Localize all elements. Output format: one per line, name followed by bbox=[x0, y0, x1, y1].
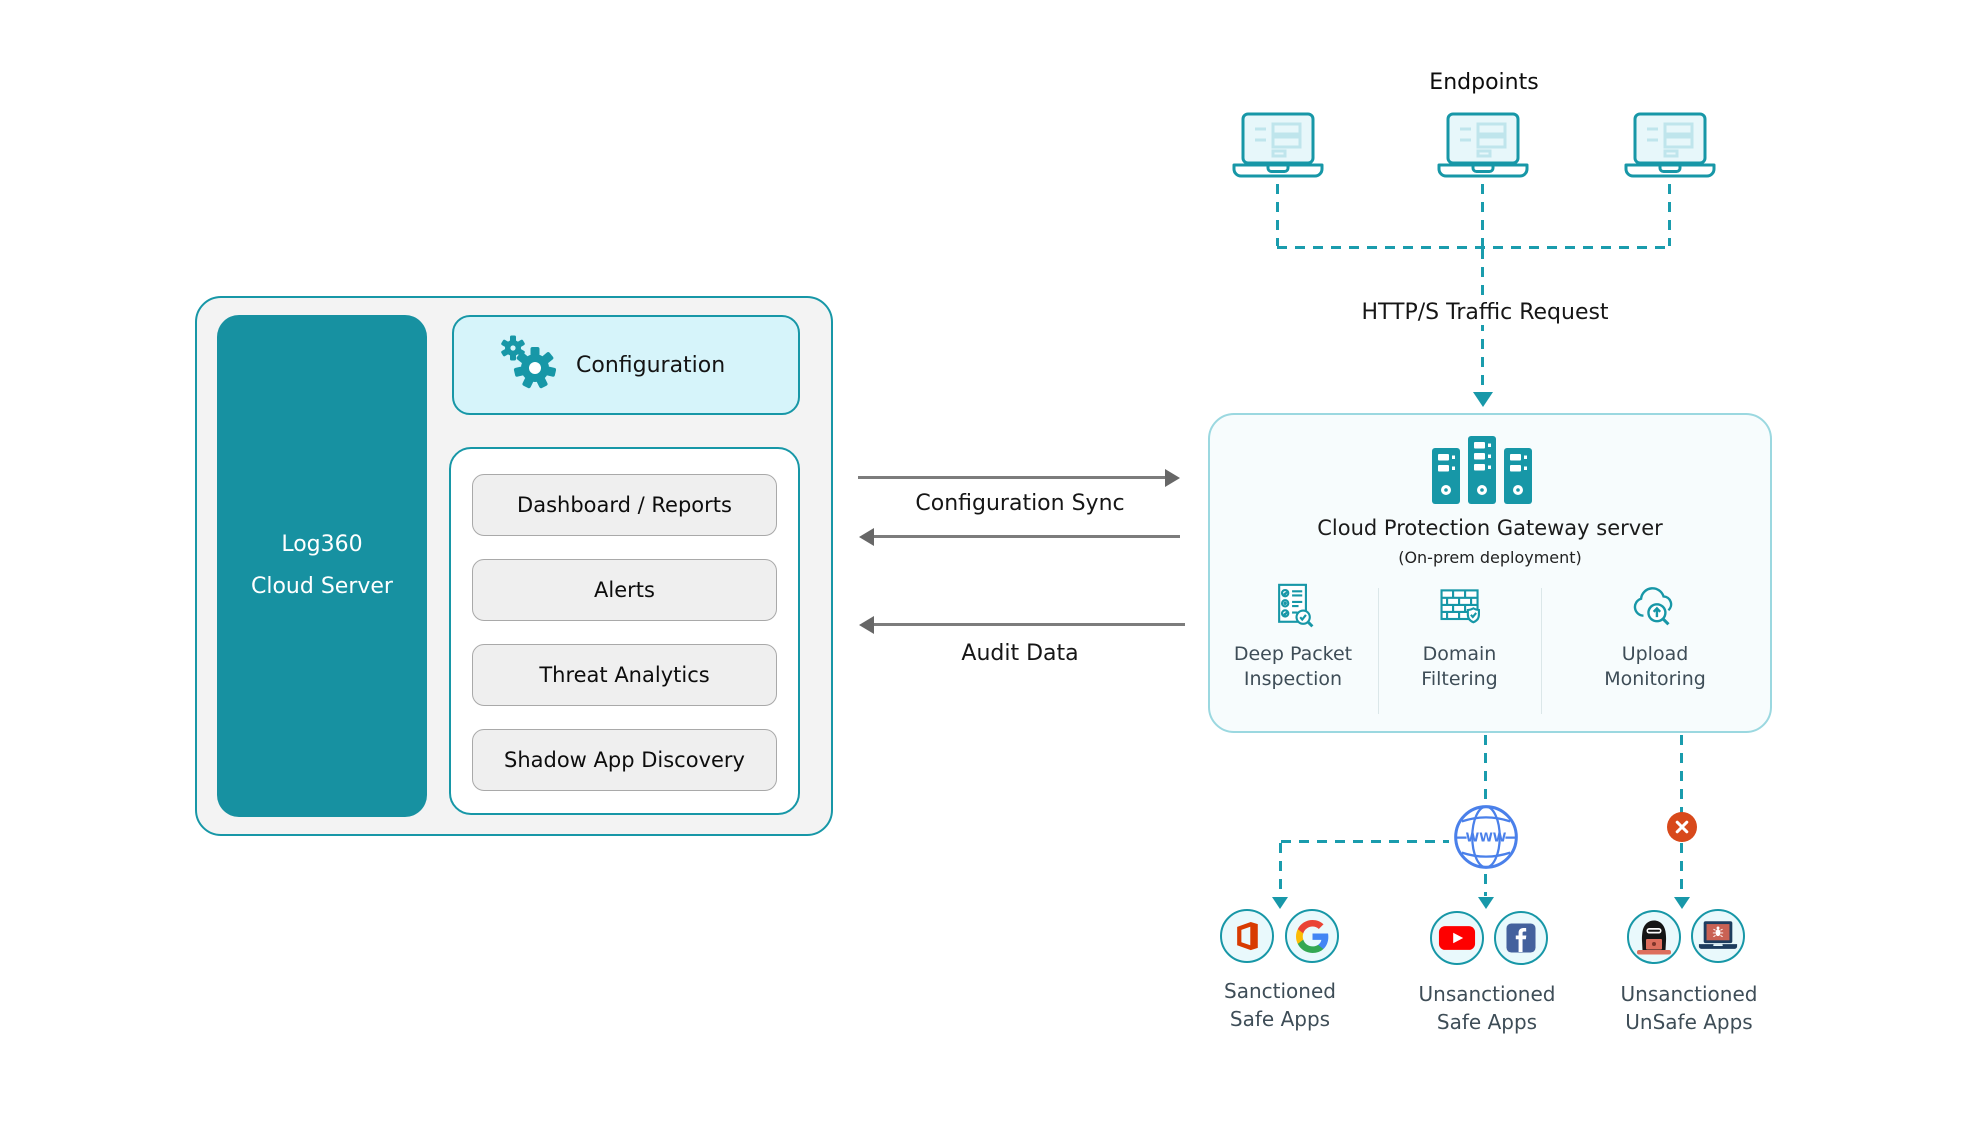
hacker-icon bbox=[1627, 910, 1681, 964]
feature-label: Deep Packet bbox=[1233, 643, 1353, 665]
endpoint-laptop-icon bbox=[1437, 112, 1529, 184]
endpoint-laptop-icon bbox=[1624, 112, 1716, 184]
feature-label: Inspection bbox=[1243, 668, 1343, 690]
upload-monitoring-icon bbox=[1628, 582, 1682, 636]
endpoint-bus-connector bbox=[1277, 246, 1671, 249]
http-traffic-label: HTTP/S Traffic Request bbox=[1335, 300, 1635, 325]
blocked-x-icon bbox=[1667, 812, 1697, 842]
configuration-box: Configuration bbox=[452, 315, 800, 415]
deep-packet-inspection-icon bbox=[1269, 582, 1317, 636]
unsanctioned-unsafe-apps-label: Unsanctioned UnSafe Apps bbox=[1620, 982, 1758, 1034]
modules-box: Dashboard / Reports Alerts Threat Analyt… bbox=[449, 447, 800, 815]
endpoint-connector bbox=[1276, 184, 1279, 246]
youtube-icon bbox=[1430, 911, 1484, 965]
feature-upload-monitoring: Upload Monitoring bbox=[1541, 582, 1769, 692]
feature-domain-filtering: Domain Filtering bbox=[1378, 582, 1541, 692]
branch-arrowhead bbox=[1272, 897, 1288, 909]
gears-icon bbox=[498, 335, 557, 395]
configuration-label: Configuration bbox=[576, 352, 726, 378]
internet-branch-connector bbox=[1281, 840, 1449, 843]
domain-filtering-icon bbox=[1436, 582, 1484, 636]
feature-label: Monitoring bbox=[1604, 668, 1706, 690]
http-traffic-arrowhead bbox=[1473, 392, 1493, 407]
config-sync-arrow-right bbox=[858, 476, 1166, 479]
feature-divider bbox=[1378, 588, 1379, 714]
www-label: WWW bbox=[1466, 831, 1507, 845]
endpoints-title: Endpoints bbox=[1429, 70, 1539, 95]
config-sync-label: Configuration Sync bbox=[915, 491, 1125, 516]
module-alerts: Alerts bbox=[472, 559, 777, 621]
gateway-subtitle: (On-prem deployment) bbox=[1398, 548, 1582, 567]
feature-label: Filtering bbox=[1421, 668, 1498, 690]
log360-label-line1: Log360 bbox=[281, 532, 363, 557]
branch-arrowhead bbox=[1478, 897, 1494, 909]
module-shadow-app-discovery: Shadow App Discovery bbox=[472, 729, 777, 791]
module-dashboard-reports: Dashboard / Reports bbox=[472, 474, 777, 536]
audit-data-label: Audit Data bbox=[961, 641, 1079, 666]
config-sync-arrow-left bbox=[873, 535, 1180, 538]
audit-data-arrow bbox=[873, 623, 1185, 626]
microsoft-office-icon bbox=[1220, 909, 1274, 963]
internet-globe-icon: WWW bbox=[1450, 801, 1522, 877]
module-threat-analytics: Threat Analytics bbox=[472, 644, 777, 706]
feature-divider bbox=[1541, 588, 1542, 714]
facebook-icon bbox=[1494, 911, 1548, 965]
unsanctioned-safe-apps-label: Unsanctioned Safe Apps bbox=[1418, 982, 1556, 1034]
branch-arrowhead bbox=[1674, 897, 1690, 909]
google-icon bbox=[1285, 909, 1339, 963]
gateway-to-internet-connector bbox=[1484, 735, 1487, 799]
endpoint-connector bbox=[1668, 184, 1671, 246]
malware-laptop-icon bbox=[1691, 909, 1745, 963]
endpoint-connector bbox=[1481, 184, 1484, 246]
log360-cloud-server-panel: Log360 Cloud Server bbox=[217, 315, 427, 817]
sanctioned-safe-apps-label: Sanctioned Safe Apps bbox=[1224, 979, 1336, 1031]
gateway-title: Cloud Protection Gateway server bbox=[1317, 516, 1663, 540]
feature-deep-packet-inspection: Deep Packet Inspection bbox=[1208, 582, 1378, 692]
endpoint-laptop-icon bbox=[1232, 112, 1324, 184]
sanctioned-branch-connector bbox=[1279, 843, 1282, 896]
server-rack-icon bbox=[1432, 436, 1532, 508]
unsanctioned-safe-branch-connector bbox=[1484, 874, 1487, 896]
feature-label: Domain bbox=[1422, 643, 1497, 665]
feature-label: Upload bbox=[1621, 643, 1689, 665]
log360-label-line2: Cloud Server bbox=[251, 574, 393, 599]
